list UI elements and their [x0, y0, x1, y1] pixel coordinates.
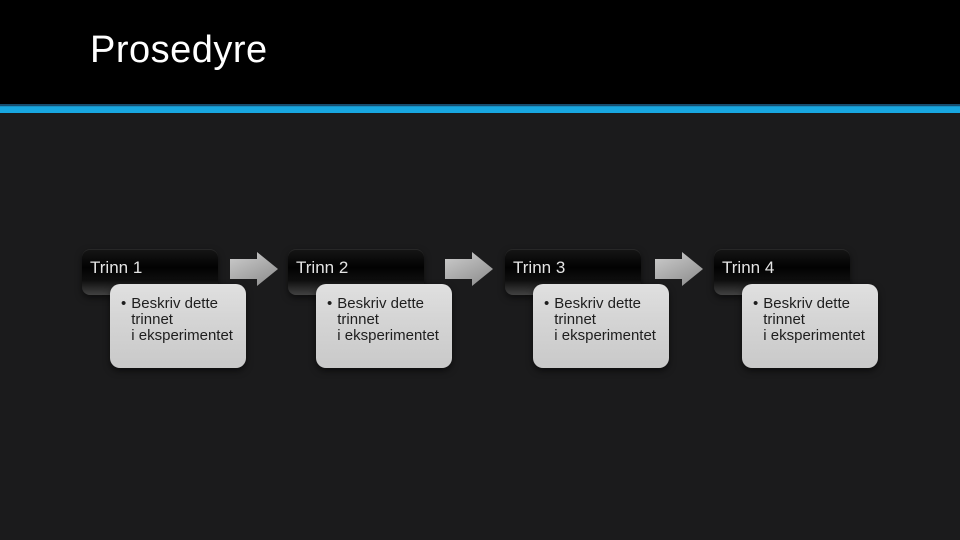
accent-divider — [0, 104, 960, 113]
description-line: trinnet — [554, 311, 596, 328]
bullet-icon: • — [327, 295, 333, 312]
step-label: Trinn 3 — [513, 258, 566, 277]
description-line: i eksperimentet — [554, 327, 656, 344]
title-band: Prosedyre — [0, 0, 960, 104]
step-label: Trinn 4 — [722, 258, 775, 277]
description-line: i eksperimentet — [131, 327, 233, 344]
step-header-box: Trinn 3 — [505, 249, 641, 295]
bullet-icon: • — [544, 295, 550, 312]
description-line: Beskriv dette — [337, 295, 424, 312]
bullet-icon: • — [753, 295, 759, 312]
step-label: Trinn 1 — [90, 258, 143, 277]
description-line: Beskriv dette — [131, 295, 218, 312]
description-line: trinnet — [337, 311, 379, 328]
description-line: trinnet — [763, 311, 805, 328]
description-line: i eksperimentet — [337, 327, 439, 344]
description-line: Beskriv dette — [554, 295, 641, 312]
description-line: i eksperimentet — [763, 327, 865, 344]
description-line: trinnet — [131, 311, 173, 328]
slide-title: Prosedyre — [90, 29, 268, 71]
bullet-icon: • — [121, 295, 127, 312]
step-label: Trinn 2 — [296, 258, 349, 277]
description-line: Beskriv dette — [763, 295, 850, 312]
